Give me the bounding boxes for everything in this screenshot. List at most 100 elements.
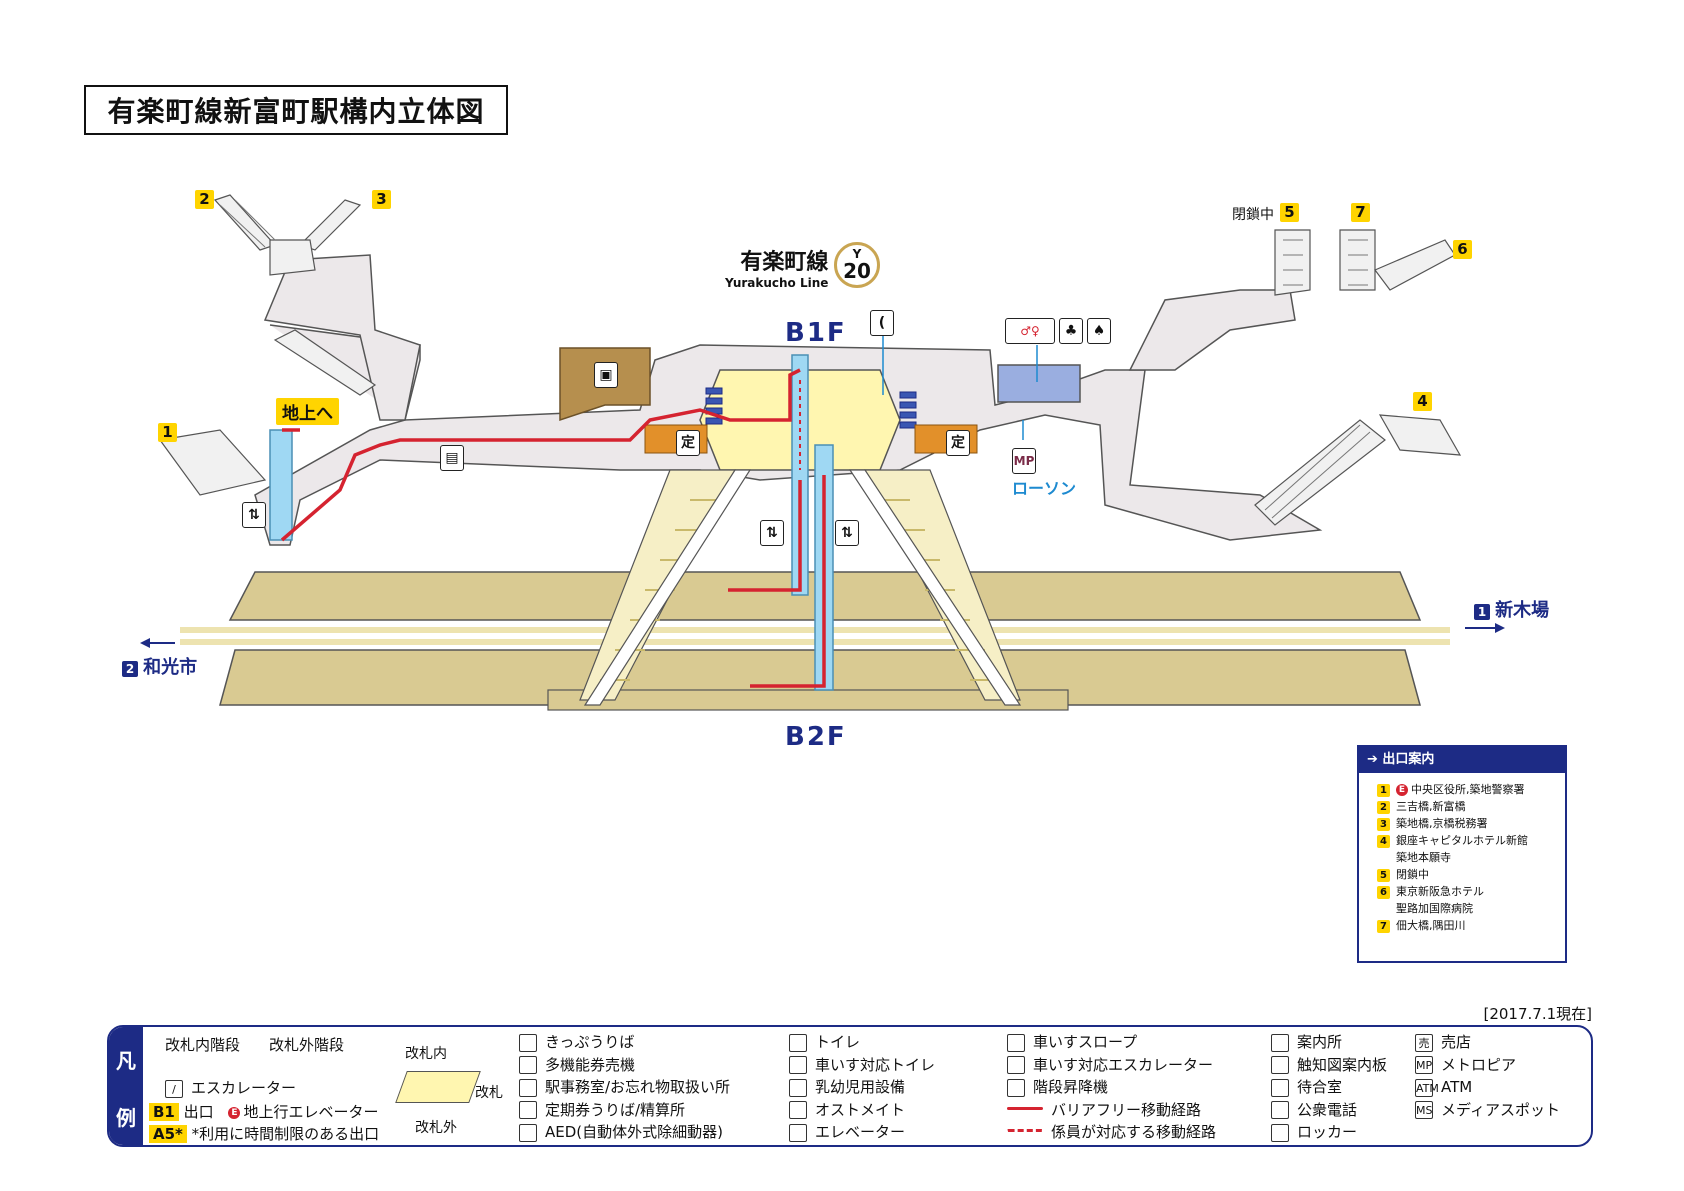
legend-item: エレベーター [789,1121,935,1144]
exit-badge-5: 5 [1280,203,1299,222]
direction-wakoshi: 2 和光市 [122,653,197,679]
legend-item: 車いす対応トイレ [789,1054,935,1077]
exit-guide-row: 築地本願寺 [1359,849,1565,866]
legend-item-icon [1271,1101,1289,1119]
page-title: 有楽町線新富町駅構内立体図 [84,85,508,135]
legend-item-label: 係員が対応する移動経路 [1051,1123,1217,1141]
nursing-room-icon: ♣ [1059,318,1083,344]
arrow-right-head [1495,623,1505,633]
line-code-logo: Y 20 [834,242,880,288]
legend-item-icon [789,1056,807,1074]
elevator-icon-center-1: ⇅ [760,520,784,546]
legend-item-label: メトロピア [1441,1055,1517,1074]
exit-6-stairs [1374,239,1456,291]
legend-escalator: /エスカレーター [165,1077,296,1098]
legend-item-label: AED(自動体外式除細動器) [545,1123,723,1141]
exit-guide-number: 4 [1377,834,1390,848]
line-name: 有楽町線 [740,250,829,275]
exit-guide-row: 聖路加国際病院 [1359,900,1565,917]
legend-item-label: 待合室 [1297,1078,1343,1096]
legend-col-4: 案内所触知図案内板待合室公衆電話ロッカー [1271,1031,1387,1144]
legend-item-label: メディアスポット [1441,1100,1560,1119]
stairs-down-left [579,469,736,701]
legend-item: 駅事務室/お忘れ物取扱い所 [519,1076,730,1099]
pass-ticket-icon-west: 定 [676,430,700,456]
legend-item-label: トイレ [815,1033,861,1051]
exit-badge-2: 2 [195,190,214,209]
legend-item: AED(自動体外式除細動器) [519,1121,730,1144]
legend-item: 触知図案内板 [1271,1054,1387,1077]
exit-guide-number: 1 [1377,783,1390,797]
legend-item: 多機能券売機 [519,1054,730,1077]
exit-7-stairs [1339,229,1376,291]
legend-item: ロッカー [1271,1121,1387,1144]
legend-item-icon: MS [1415,1101,1433,1119]
legend-side-bottom: 例 [116,1106,136,1130]
legend-item: 係員が対応する移動経路 [1007,1121,1216,1144]
legend-limited-label: *利用に時間制限のある出口 [191,1125,380,1143]
exit-guide-heading-text: 出口案内 [1382,752,1435,767]
legend-item-icon [519,1123,537,1142]
west-stair-down [273,329,377,396]
legend-item-icon [789,1101,807,1119]
legend-limited-badge: A5* [149,1125,187,1143]
exit-guide-number: 2 [1377,800,1390,814]
legend-stairs-in: 改札内階段 [165,1036,241,1054]
exit-5-stairs [1274,229,1311,296]
legend-item-label: 多機能券売機 [545,1055,636,1074]
legend-item-label: 案内所 [1297,1033,1343,1051]
legend-item-icon [1271,1056,1289,1074]
stairs-down-right [864,469,1021,701]
exit-1-stairs [158,429,267,496]
floor-label-b1f: B1F [785,318,847,348]
exit-guide-number: 7 [1377,919,1390,933]
exit-badge-1: 1 [158,423,177,442]
exit-guide-text: 三吉橋,新富橋 [1396,800,1466,813]
exit-guide-row: 2 三吉橋,新富橋 [1359,798,1565,815]
exit-guide-text: 中央区役所,築地警察署 [1411,783,1525,796]
legend-item-icon [1007,1056,1025,1074]
lawson-label: ローソン [1012,479,1077,498]
line-label: 有楽町線 Yurakucho Line [725,244,828,290]
legend-item-icon [789,1123,807,1142]
legend-item-icon: 売 [1415,1033,1433,1052]
floor-label-b2f: B2F [785,722,847,752]
exit-guide-elevator-badge: E [1396,784,1408,796]
legend-item: 定期券うりば/精算所 [519,1099,730,1122]
exit-guide-text: 閉鎖中 [1396,868,1429,881]
elevator-shaft-center-upper [791,354,809,596]
metropia-icon: MP [1012,448,1036,474]
legend-item: トイレ [789,1031,935,1054]
gate-west-4 [705,417,723,425]
exit-3-stairs [298,199,362,251]
elevator-shaft-west [269,429,293,541]
legend-side-top: 凡 [116,1049,136,1073]
exit-badge-7: 7 [1351,203,1370,222]
line-name-en: Yurakucho Line [725,276,829,290]
direction-shinkiba: 1 新木場 [1474,596,1549,622]
legend-item-label: 車いす対応エスカレーター [1033,1055,1214,1074]
date-stamp: [2017.7.1現在] [1483,1005,1592,1023]
legend-item: 階段昇降機 [1007,1076,1216,1099]
legend-item-icon [519,1033,537,1052]
direction-num-2: 2 [122,661,138,677]
legend-item-label: オストメイト [815,1100,906,1119]
legend-item-icon: ATM [1415,1078,1439,1097]
gate-east-3 [899,411,917,419]
locker-icon: ▤ [440,445,464,471]
escalator-icon: / [165,1079,183,1098]
legend-elevator-badge: E [228,1106,241,1119]
exit-guide-text: 銀座キャピタルホテル新館 [1396,834,1528,847]
toilet-icon-group: ♂♀ ♣ ♠ [1005,318,1111,344]
station-office-icon: ▣ [594,362,618,388]
ostomate-icon: ♠ [1087,318,1111,344]
exit-guide-text: 築地橋,京橋税務署 [1396,817,1488,830]
